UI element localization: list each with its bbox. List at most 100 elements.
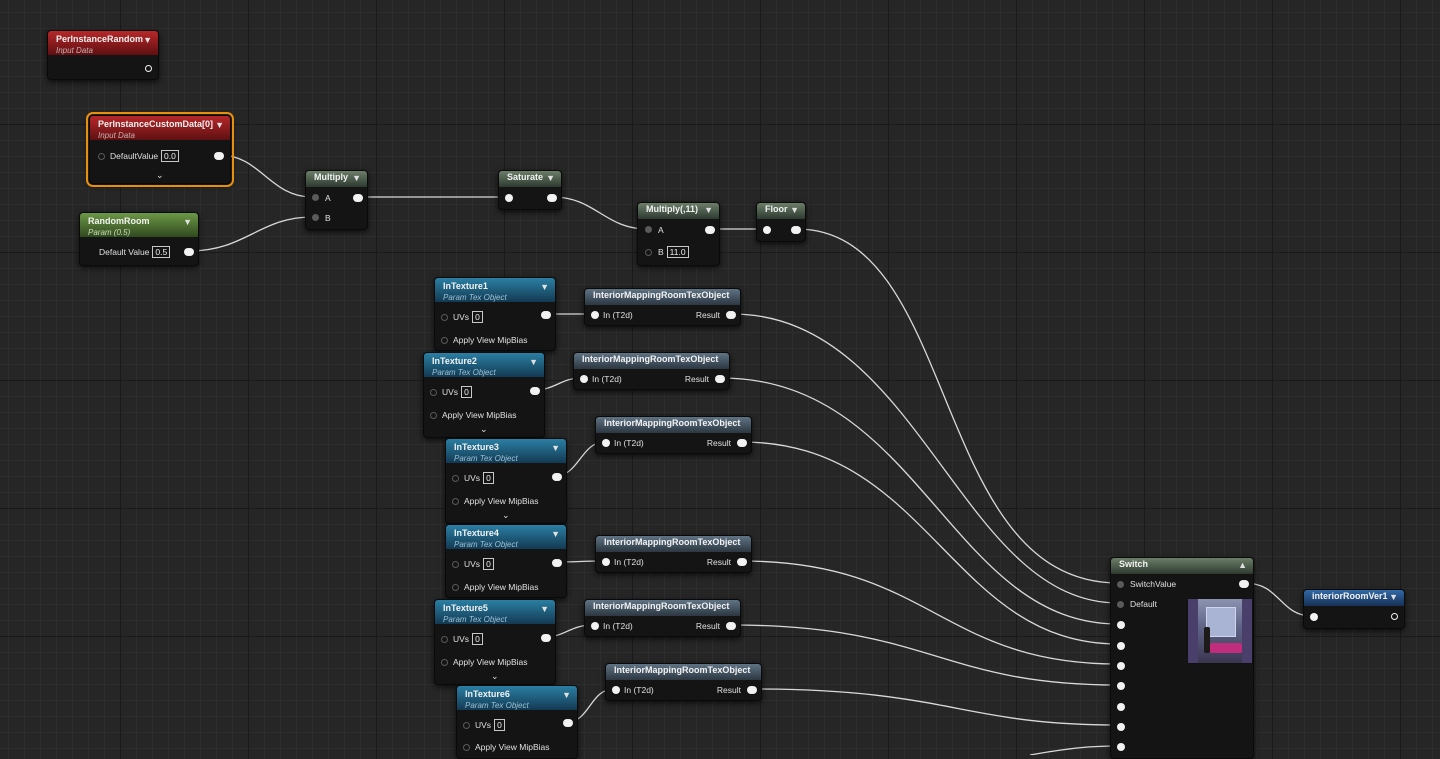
chevron-down-icon[interactable]: ▼ [1389, 592, 1398, 602]
uvs-input-pin[interactable] [463, 722, 470, 729]
uvs-field[interactable]: 0 [494, 719, 505, 731]
output-pin[interactable] [547, 194, 555, 202]
node-header[interactable]: Saturate ▼ [499, 171, 561, 187]
chevron-down-icon[interactable]: ▼ [546, 173, 555, 183]
case-input-pin-7[interactable] [1117, 743, 1125, 751]
output-pin[interactable] [726, 311, 734, 319]
chevron-up-icon[interactable]: ▲ [1238, 560, 1247, 570]
node-header[interactable]: InteriorMappingRoomTexObject [596, 536, 751, 552]
node-header[interactable]: InteriorMappingRoomTexObject [585, 600, 740, 616]
node-header[interactable]: InteriorMappingRoomTexObject [606, 664, 761, 680]
uvs-input-pin[interactable] [441, 636, 448, 643]
input-pin-a[interactable] [645, 226, 652, 233]
case-input-pin-6[interactable] [1117, 723, 1125, 731]
output-pin[interactable] [705, 226, 713, 234]
expand-arrow-icon[interactable]: ⌄ [502, 510, 510, 520]
chevron-down-icon[interactable]: ▼ [540, 604, 549, 614]
output-pin[interactable] [541, 311, 549, 319]
node-header[interactable]: InTexture2 Param Tex Object ▼ [424, 353, 544, 377]
chevron-down-icon[interactable]: ▼ [529, 357, 538, 367]
output-pin[interactable] [552, 559, 560, 567]
node-header[interactable]: InteriorMappingRoomTexObject [574, 353, 729, 369]
input-pin[interactable] [98, 153, 105, 160]
node-header[interactable]: InTexture5 Param Tex Object ▼ [435, 600, 555, 624]
input-pin[interactable] [505, 194, 513, 202]
chevron-down-icon[interactable]: ▼ [143, 35, 152, 45]
mipbias-input-pin[interactable] [441, 659, 448, 666]
output-pin[interactable] [791, 226, 799, 234]
chevron-down-icon[interactable]: ▼ [540, 282, 549, 292]
node-header[interactable]: InTexture3 Param Tex Object ▼ [446, 439, 566, 463]
chevron-down-icon[interactable]: ▼ [704, 205, 713, 215]
expand-arrow-icon[interactable]: ⌄ [156, 170, 164, 180]
case-input-pin-1[interactable] [1117, 621, 1125, 629]
expand-arrow-icon[interactable]: ⌄ [491, 671, 499, 681]
uvs-field[interactable]: 0 [472, 311, 483, 323]
node-header[interactable]: InteriorMappingRoomTexObject [585, 289, 740, 305]
output-pin[interactable] [737, 558, 745, 566]
pin-b-value-field[interactable]: 11.0 [666, 246, 689, 258]
saturate-node[interactable]: Saturate ▼ [498, 170, 562, 210]
output-pin[interactable] [1239, 580, 1247, 588]
output-pin[interactable] [353, 194, 361, 202]
case-input-pin-5[interactable] [1117, 703, 1125, 711]
input-pin[interactable] [591, 311, 599, 319]
uvs-field[interactable]: 0 [483, 558, 494, 570]
chevron-down-icon[interactable]: ▼ [551, 443, 560, 453]
mipbias-input-pin[interactable] [441, 337, 448, 344]
case-input-pin-4[interactable] [1117, 682, 1125, 690]
output-pin[interactable] [184, 248, 192, 256]
output-pin[interactable] [541, 634, 549, 642]
input-pin-b[interactable] [645, 249, 652, 256]
room-tex-object-node-5[interactable]: InteriorMappingRoomTexObject In (T2d) Re… [584, 599, 741, 637]
input-pin[interactable] [591, 622, 599, 630]
input-pin[interactable] [612, 686, 620, 694]
output-pin[interactable] [145, 65, 152, 72]
mipbias-input-pin[interactable] [430, 412, 437, 419]
room-tex-object-node-6[interactable]: InteriorMappingRoomTexObject In (T2d) Re… [605, 663, 762, 701]
default-input-pin[interactable] [1117, 601, 1124, 608]
output-pin[interactable] [726, 622, 734, 630]
node-header[interactable]: Floor ▼ [757, 203, 805, 219]
input-pin[interactable] [580, 375, 588, 383]
output-pin[interactable] [747, 686, 755, 694]
input-pin[interactable] [602, 558, 610, 566]
node-header[interactable]: InTexture1 Param Tex Object ▼ [435, 278, 555, 302]
output-pin[interactable] [530, 387, 538, 395]
expand-arrow-icon[interactable]: ⌄ [480, 424, 488, 434]
uvs-input-pin[interactable] [430, 389, 437, 396]
input-pin-a[interactable] [312, 194, 319, 201]
node-header[interactable]: PerInstanceCustomData[0] Input Data ▼ [90, 116, 230, 140]
input-pin[interactable] [1310, 613, 1318, 621]
output-pin[interactable] [552, 473, 560, 481]
per-instance-random-node[interactable]: PerInstanceRandom Input Data ▼ [47, 30, 159, 80]
output-pin[interactable] [1391, 613, 1398, 620]
room-tex-object-node-4[interactable]: InteriorMappingRoomTexObject In (T2d) Re… [595, 535, 752, 573]
per-instance-custom-data-node[interactable]: PerInstanceCustomData[0] Input Data ▼ De… [86, 112, 234, 187]
switch-node[interactable]: Switch ▲ SwitchValue Default [1110, 557, 1254, 759]
case-input-pin-3[interactable] [1117, 662, 1125, 670]
mipbias-input-pin[interactable] [452, 584, 459, 591]
node-header[interactable]: InteriorMappingRoomTexObject [596, 417, 751, 433]
mipbias-input-pin[interactable] [463, 744, 470, 751]
room-tex-object-node-1[interactable]: InteriorMappingRoomTexObject In (T2d) Re… [584, 288, 741, 326]
node-header[interactable]: PerInstanceRandom Input Data ▼ [48, 31, 158, 55]
node-header[interactable]: Multiply(,11) ▼ [638, 203, 719, 219]
node-header[interactable]: InTexture4 Param Tex Object ▼ [446, 525, 566, 549]
node-header[interactable]: InTexture6 Param Tex Object ▼ [457, 686, 577, 710]
uvs-input-pin[interactable] [441, 314, 448, 321]
output-pin[interactable] [563, 719, 571, 727]
chevron-down-icon[interactable]: ▼ [551, 529, 560, 539]
uvs-field[interactable]: 0 [461, 386, 472, 398]
input-pin-b[interactable] [312, 214, 319, 221]
interior-room-output-node[interactable]: interiorRoomVer1 ▼ [1303, 589, 1405, 629]
output-pin[interactable] [737, 439, 745, 447]
uvs-field[interactable]: 0 [483, 472, 494, 484]
node-header[interactable]: RandomRoom Param (0.5) ▼ [80, 213, 198, 237]
